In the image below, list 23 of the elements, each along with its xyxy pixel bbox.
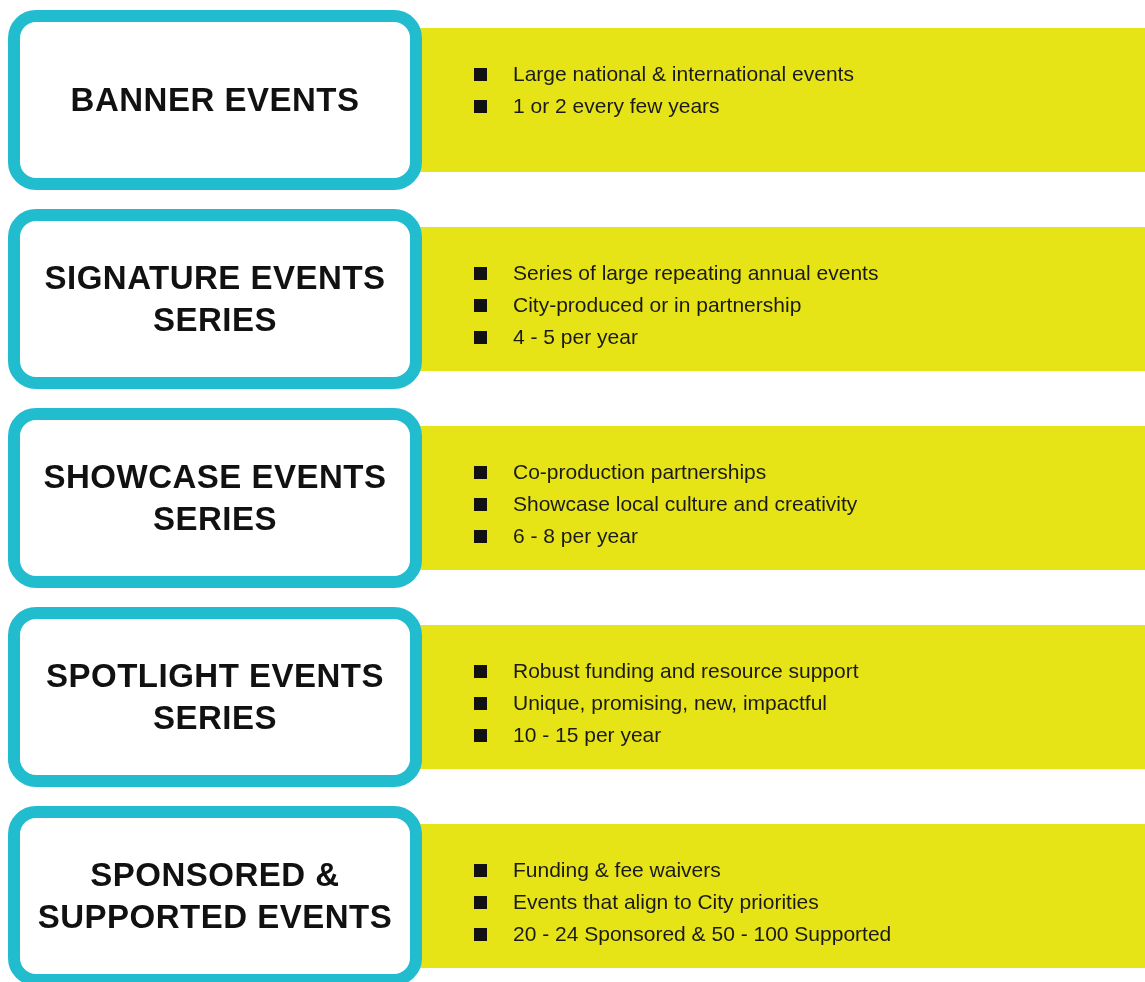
category-title: BANNER EVENTS — [70, 80, 360, 120]
category-title: SHOWCASE EVENTS SERIES — [42, 457, 388, 539]
bullet-text: Large national & international events — [513, 62, 854, 86]
bullet-text: Co-production partnerships — [513, 460, 767, 484]
category-box — [8, 10, 422, 190]
bullet-text: 10 - 15 per year — [513, 723, 662, 747]
bullet-text: 4 - 5 per year — [513, 325, 638, 349]
category-box — [8, 408, 422, 588]
bullet-text: Funding & fee waivers — [513, 858, 721, 882]
category-box — [8, 607, 422, 787]
bullet-text: Series of large repeating annual events — [513, 261, 879, 285]
category-title: SIGNATURE EVENTS SERIES — [43, 258, 387, 340]
category-title: SPONSORED & SUPPORTED EVENTS — [36, 855, 394, 937]
category-title: SPOTLIGHT EVENTS SERIES — [44, 656, 385, 738]
category-box — [8, 806, 422, 982]
bullet-text: Robust funding and resource support — [513, 659, 859, 683]
bullet-text: City-produced or in partnership — [513, 293, 802, 317]
bullet-text: Unique, promising, new, impactful — [513, 691, 827, 715]
bullet-text: Showcase local culture and creativity — [513, 492, 858, 516]
bullet-text: 1 or 2 every few years — [513, 94, 720, 118]
bullet-text: Events that align to City priorities — [513, 890, 819, 914]
bullet-text: 6 - 8 per year — [513, 524, 638, 548]
bullet-text: 20 - 24 Sponsored & 50 - 100 Supported — [513, 922, 892, 946]
